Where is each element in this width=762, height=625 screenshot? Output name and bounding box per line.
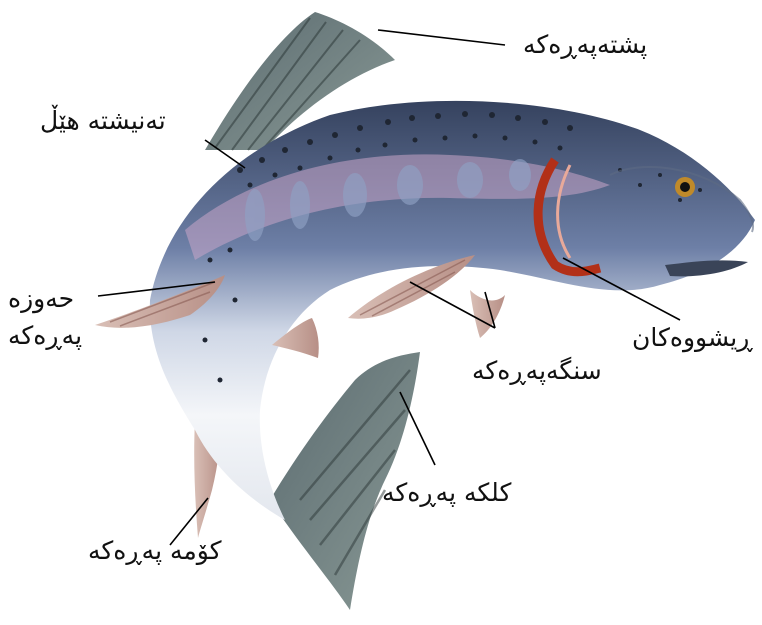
leader-pelvic-1 xyxy=(410,282,495,328)
label-caudal-fin: کلکە پەڕەکە xyxy=(382,480,511,505)
label-gills: ڕیشووەکان xyxy=(632,325,752,350)
leader-dorsal xyxy=(378,30,505,45)
label-pectoral-fin-2: پەڕەکە xyxy=(8,323,82,348)
label-pectoral-fin-1: حەوزە xyxy=(8,286,74,311)
leader-gills xyxy=(563,258,680,320)
leader-caudal xyxy=(400,392,435,465)
label-dorsal-fin: پشتەپەڕەکە xyxy=(523,32,647,57)
leader-lateral-line xyxy=(205,140,245,168)
label-pelvic-fins: سنگەپەڕەکە xyxy=(472,358,602,383)
leader-pectoral xyxy=(98,282,215,296)
label-lateral-line: تەنیشتە هێڵ xyxy=(40,108,166,133)
label-anal-fin: کۆمە پەڕەکە xyxy=(88,538,222,563)
